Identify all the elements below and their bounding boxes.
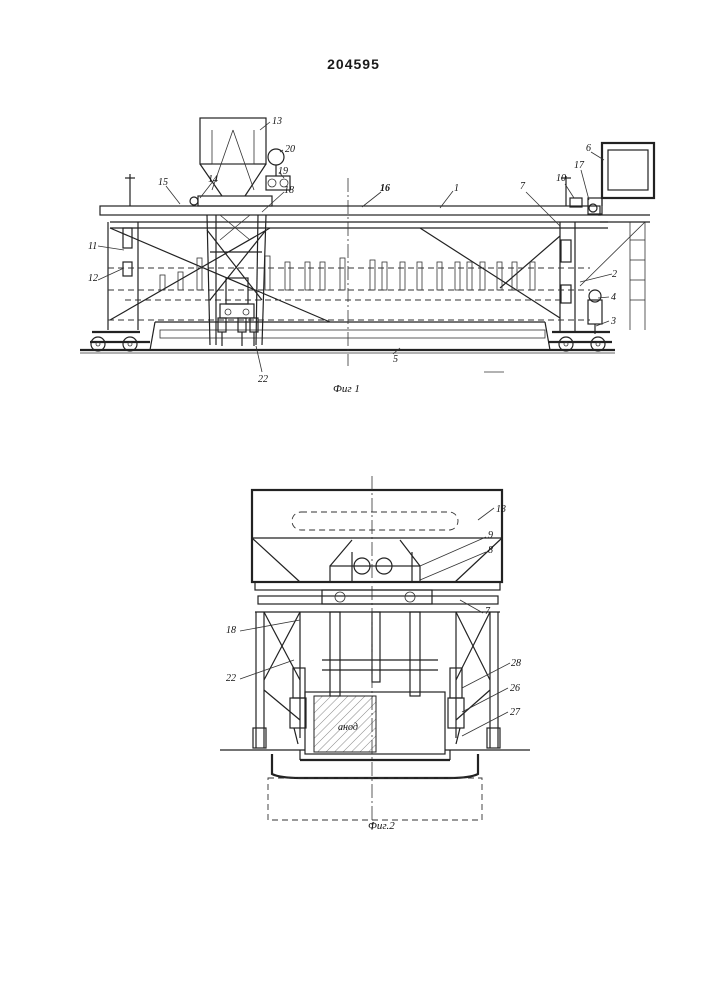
label-13: 13 — [272, 116, 282, 127]
label-11: 11 — [88, 241, 97, 252]
label-7: 7 — [520, 181, 526, 192]
label-18: 18 — [226, 625, 236, 636]
label-22: 22 — [258, 374, 268, 385]
label-22: 22 — [226, 673, 236, 684]
anode-block-text: анод — [338, 722, 358, 733]
figure-2-caption: Фиг.2 — [368, 820, 395, 832]
label-4: 4 — [611, 292, 616, 303]
figure-1-caption: Фиг 1 — [333, 383, 360, 395]
label-9: 9 — [488, 530, 493, 541]
label-2: 2 — [612, 269, 617, 280]
figure-1-labels: 13 20 19 14 15 16 1 18 7 10 17 6 11 12 2… — [88, 116, 617, 385]
label-27: 27 — [510, 707, 521, 718]
label-8: 8 — [488, 545, 493, 556]
figure-1: 13 20 19 14 15 16 1 18 7 10 17 6 11 12 2… — [80, 116, 654, 395]
figure-2: анод 13 9 8 7 18 22 — [220, 476, 530, 832]
label-3: 3 — [610, 316, 616, 327]
label-13: 13 — [496, 504, 506, 515]
label-19: 19 — [278, 166, 288, 177]
figure-2-labels: 13 9 8 7 18 22 28 26 27 — [226, 504, 521, 718]
label-28: 28 — [511, 658, 521, 669]
label-6: 6 — [586, 143, 591, 154]
label-1: 1 — [454, 183, 459, 194]
label-26: 26 — [510, 683, 520, 694]
label-14: 14 — [208, 174, 218, 185]
label-10: 10 — [556, 173, 566, 184]
label-15: 15 — [158, 177, 168, 188]
label-5: 5 — [393, 354, 398, 365]
label-20: 20 — [285, 144, 295, 155]
label-12: 12 — [88, 273, 98, 284]
label-16: 16 — [380, 183, 390, 194]
label-18: 18 — [284, 185, 294, 196]
label-17: 17 — [574, 160, 585, 171]
